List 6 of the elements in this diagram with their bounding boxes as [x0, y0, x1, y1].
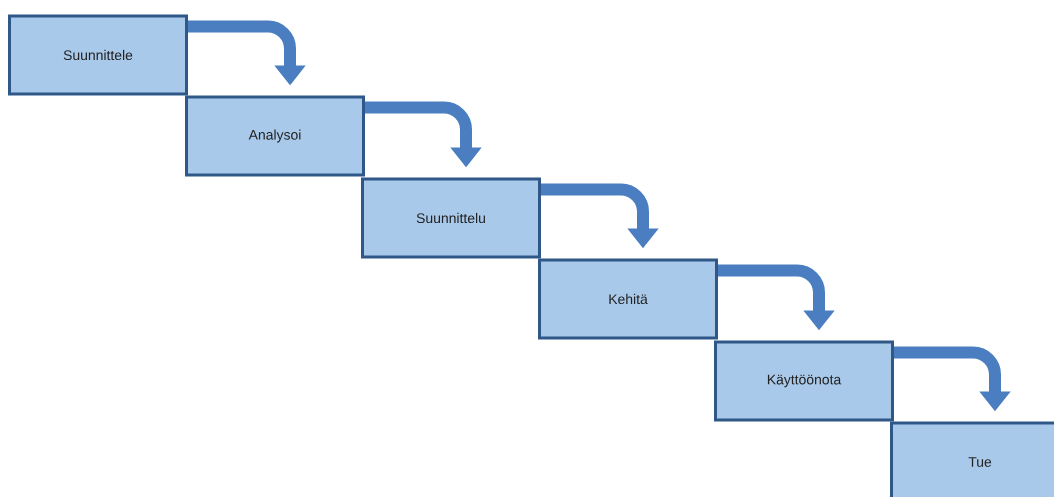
step-box: Suunnittelu	[361, 177, 541, 259]
step-box: Käyttöönota	[714, 340, 894, 422]
step-box: Tue	[890, 421, 1054, 497]
step-box: Analysoi	[185, 95, 365, 177]
step-box: Kehitä	[538, 258, 718, 340]
step-box: Suunnittele	[8, 14, 188, 96]
